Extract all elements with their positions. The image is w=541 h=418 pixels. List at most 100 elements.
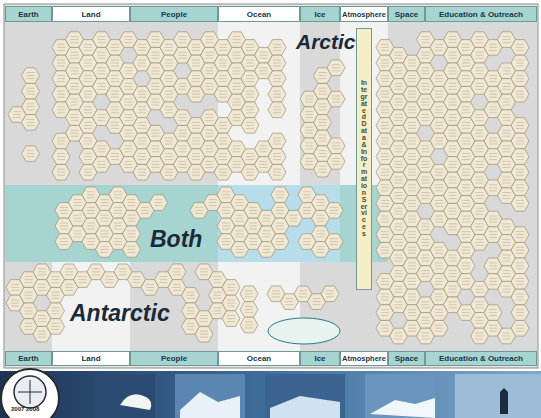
hexagon-detail	[179, 136, 187, 137]
hexagon-detail	[187, 292, 195, 293]
hexagon-detail	[222, 194, 230, 195]
hexagon-detail	[381, 94, 389, 95]
hexagon-detail	[516, 281, 524, 282]
hexagon-detail	[138, 60, 146, 61]
project-hexagon	[268, 40, 286, 56]
hexagon-detail	[219, 159, 227, 160]
hexagon-detail	[214, 298, 222, 299]
hexagon-detail	[503, 136, 511, 137]
hexagon-detail	[263, 218, 271, 219]
hexagon-detail	[305, 96, 313, 97]
hexagon-detail	[395, 52, 403, 53]
hexagon-detail	[260, 70, 268, 71]
project-hexagon	[52, 149, 70, 165]
hexagon-detail	[516, 128, 524, 129]
hexagon-detail	[165, 81, 173, 82]
project-hexagon	[271, 187, 289, 203]
hexagon-detail	[516, 97, 524, 98]
hexagon-detail	[71, 130, 79, 131]
hexagon-detail	[381, 125, 389, 126]
hexagon-detail	[476, 286, 484, 287]
hexagon-detail	[138, 109, 146, 110]
hexagon-detail	[395, 117, 403, 118]
hexagon-detail	[449, 211, 457, 212]
hexagon-detail	[74, 205, 82, 206]
hexagon-detail	[408, 309, 416, 310]
hexagon-detail	[111, 153, 119, 154]
hexagon-detail	[408, 278, 416, 279]
hexagon-detail	[503, 289, 511, 290]
hexagon-detail	[462, 253, 470, 254]
project-hexagon	[47, 303, 65, 319]
hexagon-detail	[38, 268, 46, 269]
hexagon-detail	[114, 241, 122, 242]
hexagon-detail	[152, 52, 160, 53]
hexagon-detail	[489, 222, 497, 223]
project-hexagon	[511, 180, 529, 196]
hexagon-detail	[435, 219, 443, 220]
hexagon-detail	[84, 44, 92, 45]
hexagon-detail	[422, 39, 430, 40]
hexagon-detail	[422, 336, 430, 337]
hexagon-detail	[503, 180, 511, 181]
hexagon-detail	[503, 130, 511, 131]
hexagon-detail	[395, 99, 403, 100]
hexagon-detail	[408, 265, 416, 266]
hexagon-detail	[422, 317, 430, 318]
hexagon-detail	[57, 156, 65, 157]
hexagon-detail	[71, 42, 79, 43]
hexagon-detail	[317, 202, 325, 203]
hexagon-detail	[319, 153, 327, 154]
hexagon-detail	[422, 198, 430, 199]
hexagon-detail	[114, 244, 122, 245]
hexagon-detail	[98, 70, 106, 71]
hexagon-detail	[476, 120, 484, 121]
hexagon-detail	[260, 151, 268, 152]
hexagon-detail	[206, 167, 214, 168]
hexagon-detail	[187, 295, 195, 296]
hexagon-detail	[192, 144, 200, 145]
hexagon-detail	[408, 297, 416, 298]
hexagon-detail	[422, 164, 430, 165]
hexagon-detail	[449, 83, 457, 84]
hexagon-detail	[219, 81, 227, 82]
category-tab: Earth	[5, 6, 52, 22]
hexagon-detail	[246, 66, 254, 67]
hexagon-detail	[317, 252, 325, 253]
hexagon-detail	[503, 151, 511, 152]
hexagon-detail	[408, 144, 416, 145]
hexagon-detail	[92, 271, 100, 272]
hexagon-detail	[125, 114, 133, 115]
hexagon-detail	[395, 89, 403, 90]
hexagon-detail	[111, 78, 119, 79]
hexagon-detail	[319, 169, 327, 170]
hexagon-detail	[395, 245, 403, 246]
hexagon-detail	[317, 230, 325, 231]
hexagon-detail	[408, 216, 416, 217]
hexagon-detail	[74, 221, 82, 222]
hexagon-detail	[381, 60, 389, 61]
hexagon-detail	[65, 274, 73, 275]
hexagon-detail	[332, 64, 340, 65]
hexagon-detail	[381, 50, 389, 51]
hexagon-detail	[111, 44, 119, 45]
hexagon-detail	[125, 117, 133, 118]
project-hexagon	[511, 320, 529, 336]
ipy-logo-mark	[18, 380, 42, 404]
hexagon-detail	[435, 325, 443, 326]
hexagon-detail	[219, 66, 227, 67]
hexagon-detail	[263, 221, 271, 222]
hexagon-detail	[87, 238, 95, 239]
hexagon-detail	[408, 253, 416, 254]
hexagon-detail	[273, 141, 281, 142]
hexagon-detail	[381, 128, 389, 129]
hexagon-detail	[303, 210, 311, 211]
hexagon-detail	[173, 290, 181, 291]
hexagon-detail	[246, 156, 254, 157]
hexagon-detail	[408, 159, 416, 160]
hexagon-detail	[98, 36, 106, 37]
hexagon-detail	[395, 270, 403, 271]
hexagon-detail	[125, 167, 133, 168]
project-hexagon	[22, 83, 40, 99]
hexagon-detail	[128, 230, 136, 231]
